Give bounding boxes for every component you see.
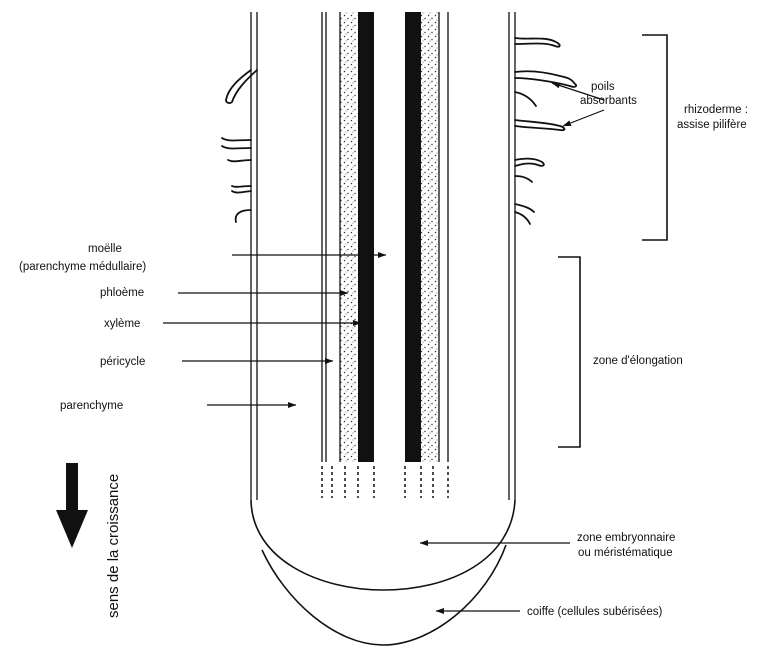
- root-cap-outline: [261, 544, 507, 646]
- arrow-poils-2: [562, 109, 605, 127]
- label-assise-pilifere: assise pilifère: [677, 119, 747, 131]
- root-hairs-left: [221, 69, 258, 223]
- xylem-bar-right: [405, 12, 421, 462]
- label-zone-elongation: zone d'élongation: [593, 355, 683, 367]
- label-moelle: moëlle: [88, 243, 122, 255]
- leader-arrows: [163, 82, 605, 614]
- label-pericycle: péricycle: [100, 356, 145, 368]
- down-arrow-icon: [56, 463, 88, 548]
- meristem-outline: [250, 499, 516, 591]
- phloem-band-right: [421, 12, 439, 462]
- label-coiffe: coiffe (cellules subérisées): [527, 606, 662, 618]
- arrow-poils-1: [551, 82, 605, 101]
- label-absorbants: absorbants: [580, 95, 637, 107]
- label-rhizoderme: rhizoderme :: [684, 104, 748, 116]
- label-parenchyme: parenchyme: [60, 400, 123, 412]
- label-moelle-detail: (parenchyme médullaire): [19, 261, 146, 273]
- root-hairs-right: [514, 37, 578, 225]
- bracket-rhizoderme: [642, 34, 668, 241]
- label-sens-croissance: sens de la croissance: [105, 474, 122, 618]
- label-phloeme: phloème: [100, 287, 144, 299]
- label-meristematique: ou méristématique: [578, 547, 673, 559]
- vascular-dashed-continuation: [321, 466, 449, 498]
- phloem-band-left: [340, 12, 358, 462]
- xylem-bar-left: [358, 12, 374, 462]
- label-poils: poils: [591, 81, 615, 93]
- label-xyleme: xylème: [104, 318, 140, 330]
- label-zone-embryonnaire: zone embryonnaire: [577, 532, 675, 544]
- root-body: [250, 12, 516, 646]
- bracket-zone-elongation: [558, 256, 581, 448]
